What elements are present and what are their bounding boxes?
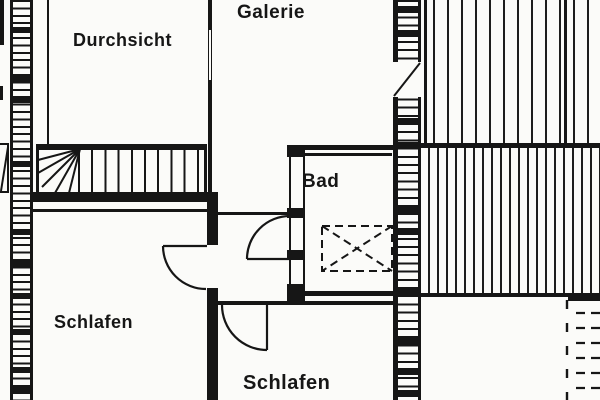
ladder-cell [13, 261, 30, 267]
party-wall-center-rail-left [393, 0, 398, 400]
corridor-top-wall [218, 212, 290, 215]
roof-hatch-bottom-border [421, 293, 600, 297]
ladder-cell [398, 142, 418, 149]
dashed-steps-above [576, 311, 600, 390]
staircase-bottom-wall [33, 192, 218, 202]
durchsicht-bottom-edge [36, 144, 207, 149]
ladder-cell [398, 118, 418, 125]
bad-left-wall-line-outer [289, 145, 291, 301]
bad-bottom-wall-outer [287, 291, 397, 296]
ladder-cell [13, 386, 30, 392]
party-wall-left-rail-inner [30, 0, 33, 400]
room-label-schlafen-bottom: Schlafen [243, 372, 331, 394]
ladder-cell [13, 329, 30, 335]
ladder-cell [13, 161, 30, 167]
party-wall-center-rungs [398, 0, 418, 400]
shower-symbol [321, 225, 393, 272]
ladder-cell [398, 288, 418, 295]
schlafen-left-door-arc [161, 245, 207, 291]
neighbor-stair-diagonal [0, 146, 9, 192]
room-label-galerie: Galerie [237, 2, 305, 23]
party-wall-break-diagonal [393, 62, 421, 97]
room-label-schlafen-left: Schlafen [54, 312, 134, 332]
schlafen-bottom-door [220, 304, 269, 352]
ladder-cell [398, 6, 418, 13]
ladder-cell [13, 76, 30, 82]
ladder-cell [13, 27, 30, 33]
ladder-cell [398, 206, 418, 213]
bad-door [245, 214, 291, 261]
schlafen-bottom-door-arc [220, 304, 268, 352]
bad-wall-block-mid1 [287, 208, 305, 218]
roof-hatch-upper-heavy-line [564, 0, 567, 143]
ladder-cell [398, 338, 418, 345]
staircase-winder-lines [37, 148, 81, 194]
roof-hatch-upper-left-edge [424, 0, 427, 143]
schlafen-left-door [161, 244, 207, 291]
galerie-left-wall [208, 0, 212, 198]
ladder-cell [398, 30, 418, 37]
roof-hatch-divider [421, 143, 600, 148]
galerie-wall-slit [209, 30, 211, 80]
ladder-cell [13, 97, 30, 103]
party-wall-left-rail-outer [10, 0, 13, 400]
room-label-durchsicht: Durchsicht [73, 30, 173, 50]
schlafen-left-top-inner-line [33, 209, 218, 212]
neighbor-stair-fragment [0, 143, 9, 193]
bad-wall-block-mid2 [287, 250, 305, 260]
bad-top-wall-inner [296, 153, 392, 156]
left-edge-wall-top [0, 0, 4, 45]
ladder-cell [13, 229, 30, 235]
bad-wall-block-top [287, 145, 305, 157]
ladder-cell [398, 228, 418, 235]
ladder-cell [13, 293, 30, 299]
roof-hatch-lower [421, 148, 600, 293]
bad-left-wall-line-inner [303, 145, 305, 301]
central-wall-upper [207, 193, 218, 245]
bad-door-arc [245, 214, 291, 260]
roof-hatch-upper [421, 0, 600, 143]
ladder-cell [13, 367, 30, 373]
party-wall-center-rail-right [418, 0, 421, 400]
bad-top-wall-outer [287, 145, 397, 150]
left-edge-wall-mark [0, 86, 3, 100]
ladder-cell [398, 368, 418, 375]
staircase-treads [78, 150, 205, 192]
roof-hatch-bottom-corner-block [568, 293, 600, 301]
durchsicht-left-line [47, 0, 49, 146]
room-label-bad: Bad [302, 171, 340, 192]
ladder-cell [398, 390, 418, 397]
hall-bottom-wall-line [218, 301, 397, 305]
central-wall-lower [207, 288, 218, 400]
